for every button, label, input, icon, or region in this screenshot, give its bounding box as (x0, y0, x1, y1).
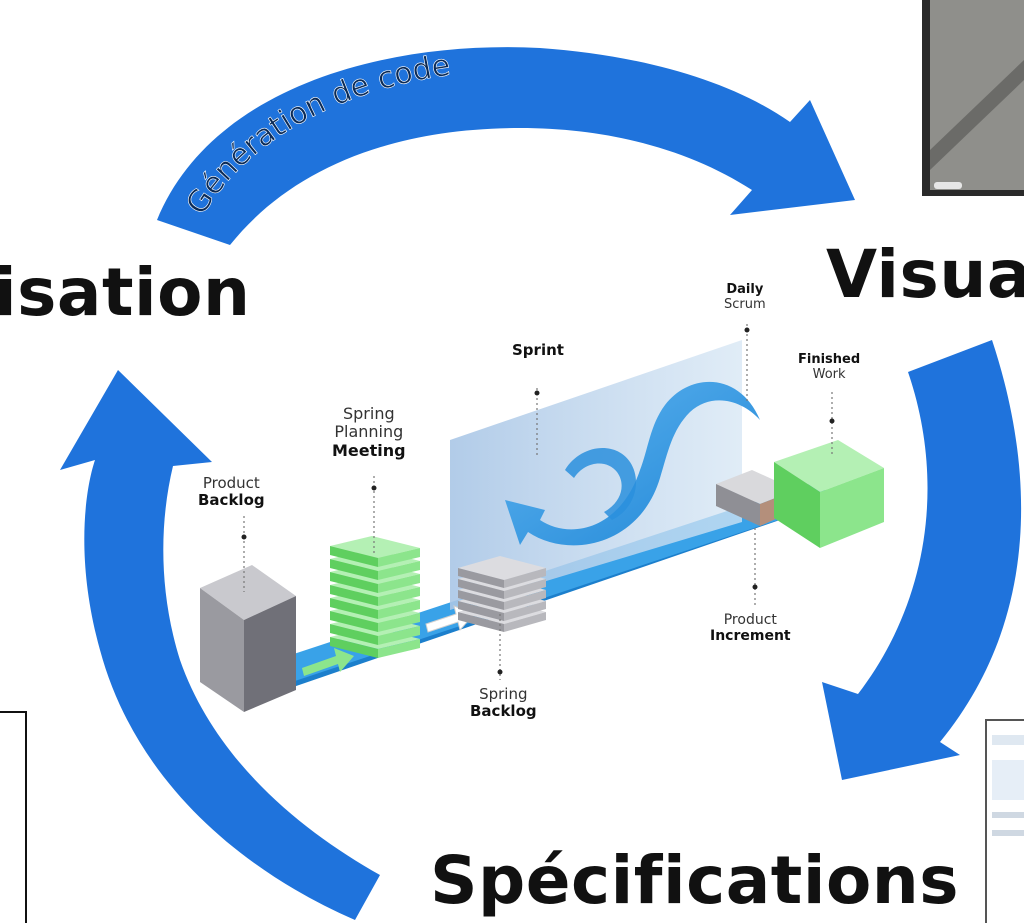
caption-planning-meeting: Spring Planning Meeting (332, 404, 406, 460)
photo-thumbnail-top-right (922, 0, 1024, 196)
sprint-backlog-layer-side (504, 601, 546, 621)
finished-work-block (774, 440, 884, 548)
sprint-backlog-stack (458, 556, 546, 632)
planning-layer-top (330, 536, 420, 558)
planning-layer-front (330, 598, 378, 619)
planning-meeting-stack (330, 536, 420, 658)
planning-layer-side (378, 626, 420, 645)
cycle-arrow-top (157, 47, 855, 245)
planning-layer-front (330, 624, 378, 645)
planning-layer-side (378, 600, 420, 619)
sprint-backlog-layer-side (504, 568, 546, 588)
planning-layer-side (378, 613, 420, 632)
cycle-arrow-left (60, 370, 380, 920)
planning-layer-side (378, 639, 420, 658)
sprint-backlog-layer-front (458, 579, 504, 599)
sprint-backlog-layer-front (458, 612, 504, 632)
stage-label-right: Visual (826, 236, 1024, 313)
green-flow-arrow (302, 648, 354, 676)
stage-label-bottom: Spécifications (430, 842, 960, 919)
caption-product-backlog: Product Backlog (198, 474, 265, 510)
planning-layer-front (330, 611, 378, 632)
sprint-backlog-layer-front (458, 568, 504, 588)
sprint-backlog-layer-front (458, 590, 504, 610)
sprint-backlog-layer-side (504, 590, 546, 610)
caption-sprint-backlog: Spring Backlog (470, 685, 537, 721)
cycle-arrow-right (822, 340, 1022, 780)
sprint-backlog-layer-side (504, 612, 546, 632)
planning-layer-front (330, 546, 378, 567)
planning-layer-side (378, 574, 420, 593)
frame-left-partial (0, 711, 27, 923)
planning-layer-side (378, 561, 420, 580)
screenshot-right-partial (985, 719, 1024, 923)
planning-layer-front (330, 572, 378, 593)
planning-layer-front (330, 559, 378, 580)
caption-sprint: Sprint (512, 341, 564, 359)
stage-label-left: isation (0, 254, 251, 331)
sprint-loop-arrow (505, 381, 760, 546)
caption-daily-scrum: Daily Scrum (724, 282, 766, 312)
sprint-backlog-layer-front (458, 601, 504, 621)
caption-finished-work: Finished Work (798, 352, 861, 382)
planning-layer-front (330, 585, 378, 606)
leader-lines (241, 324, 835, 680)
caption-product-increment: Product Increment (710, 612, 791, 645)
planning-layer-side (378, 548, 420, 567)
sprint-backlog-layer-side (504, 579, 546, 599)
planning-layer-side (378, 587, 420, 606)
product-backlog-block (200, 565, 296, 712)
planning-layer-front (330, 637, 378, 658)
sprint-backlog-layer-top (458, 556, 546, 580)
